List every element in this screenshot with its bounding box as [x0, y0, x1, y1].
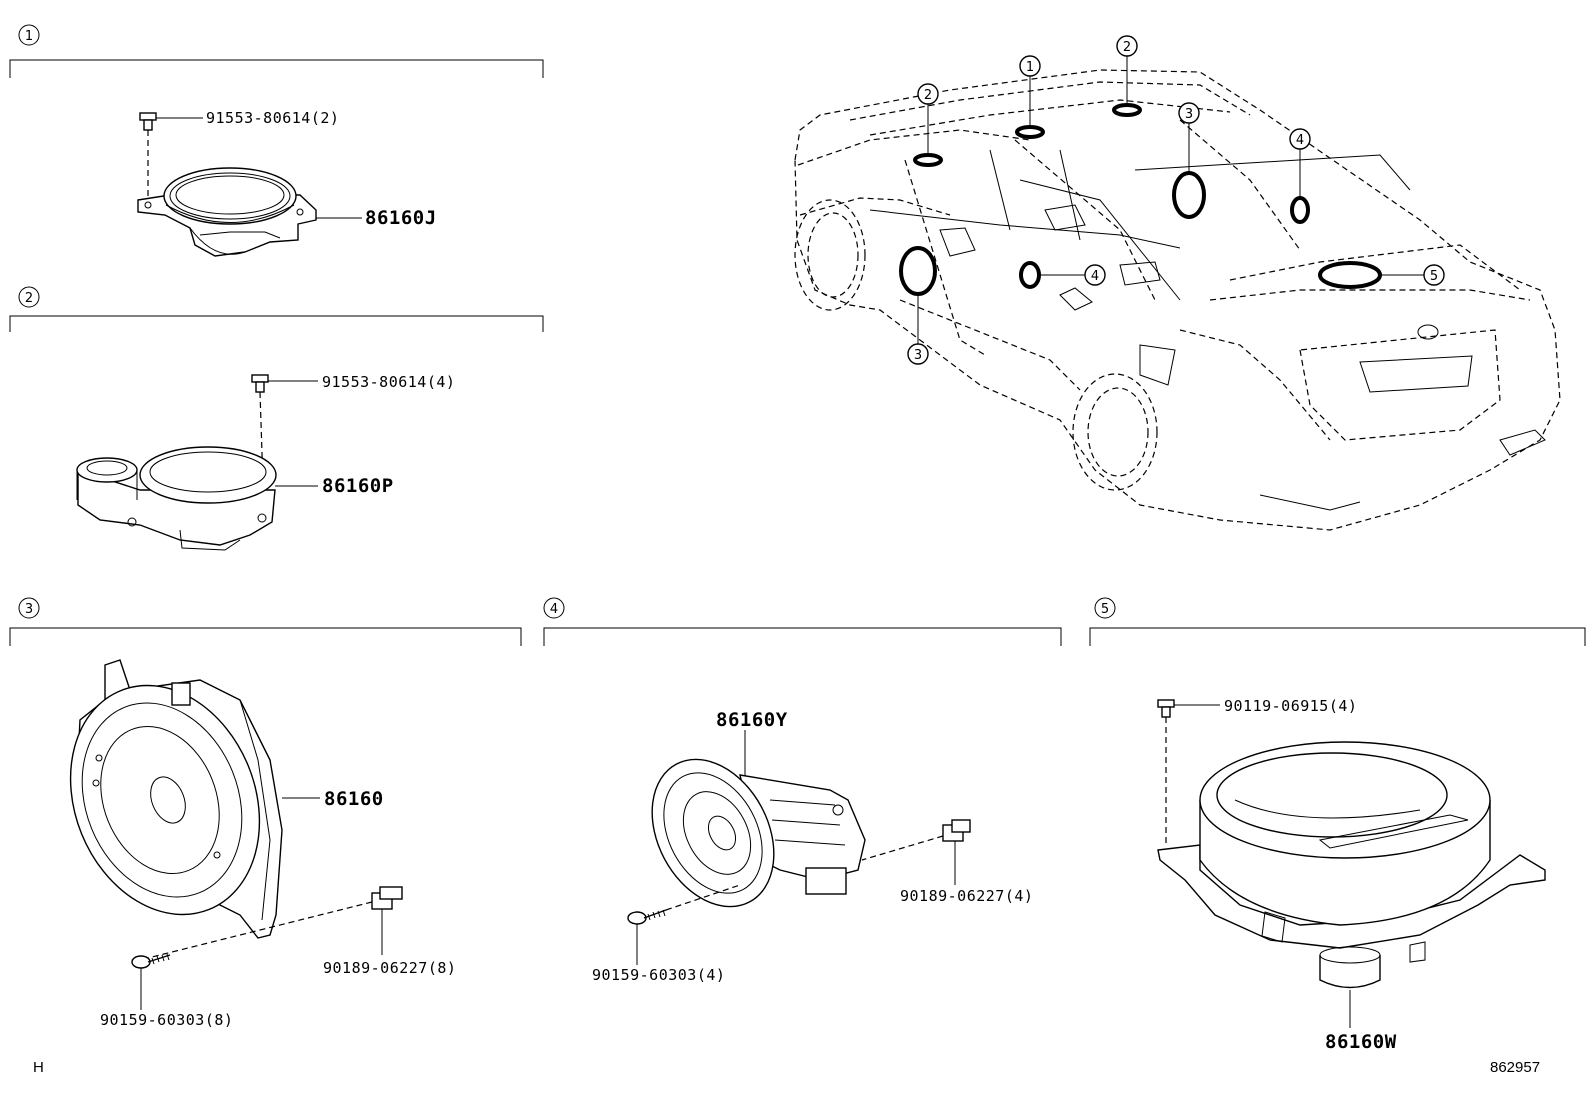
- part-91553-80614-4-label[interactable]: 91553-80614(4): [322, 373, 455, 391]
- section-2-frame-line: [9, 315, 544, 332]
- bolt-icon: [139, 112, 157, 200]
- clip-nut-icon: [371, 886, 403, 910]
- speaker-86160-drawing: [69, 659, 283, 939]
- svg-text:3: 3: [1185, 107, 1193, 122]
- section-1-number-badge: 1: [18, 24, 40, 46]
- svg-text:3: 3: [25, 602, 33, 617]
- svg-text:2: 2: [25, 291, 33, 306]
- speaker-86160p-drawing: [76, 446, 277, 551]
- speaker-location-ring: [899, 246, 937, 296]
- part-86160-label[interactable]: 86160: [324, 788, 384, 810]
- svg-text:4: 4: [1091, 269, 1099, 284]
- section-2: 2 91553-80614(4) 86160P: [9, 286, 544, 551]
- section-3: 3 86160 90189-06227(8): [9, 597, 522, 1029]
- part-90159-60303-8-label[interactable]: 90159-60303(8): [100, 1011, 233, 1029]
- section-4-number-badge: 4: [543, 597, 565, 619]
- section-3-frame-line: [9, 627, 522, 646]
- speaker-location-ring: [1172, 171, 1206, 219]
- part-86160y-label[interactable]: 86160Y: [716, 709, 788, 731]
- section-4-frame-line: [543, 627, 1062, 646]
- part-90119-06915-4-label[interactable]: 90119-06915(4): [1224, 697, 1357, 715]
- callout-badge: 3: [907, 343, 929, 365]
- screw-icon: [627, 909, 667, 925]
- callout-badge: 2: [1116, 35, 1138, 57]
- section-5-number-badge: 5: [1094, 597, 1116, 619]
- speaker-86160y-drawing: [651, 758, 866, 908]
- callout-badge: 3: [1178, 102, 1200, 124]
- section-5-frame-line: [1089, 627, 1586, 646]
- part-90189-06227-4-label[interactable]: 90189-06227(4): [900, 887, 1033, 905]
- part-86160p-label[interactable]: 86160P: [322, 475, 394, 497]
- callout-badge: 4: [1289, 128, 1311, 150]
- speaker-location-ring: [1015, 125, 1045, 139]
- speaker-location-ring: [1290, 196, 1310, 224]
- callout-badge: 5: [1423, 264, 1445, 286]
- svg-text:1: 1: [1026, 60, 1034, 75]
- part-86160j-label[interactable]: 86160J: [365, 207, 437, 229]
- part-91553-80614-2-label[interactable]: 91553-80614(2): [206, 109, 339, 127]
- part-90189-06227-8-label[interactable]: 90189-06227(8): [323, 959, 456, 977]
- callout-badge: 4: [1084, 264, 1106, 286]
- callout-badge: 2: [917, 83, 939, 105]
- clip-nut-icon: [942, 819, 971, 842]
- svg-text:1: 1: [25, 29, 33, 44]
- diagram-code: 862957: [1490, 1059, 1540, 1076]
- footer-left-mark: H: [33, 1059, 44, 1076]
- vehicle-overview: 2 1 2 3 4 3 4 5: [794, 35, 1561, 531]
- svg-text:4: 4: [1296, 133, 1304, 148]
- section-5: 5 90119-06915(4) 86160W: [1089, 597, 1586, 1053]
- speaker-86160w-drawing: [1157, 741, 1546, 989]
- svg-text:4: 4: [550, 602, 558, 617]
- speaker-location-ring: [913, 153, 943, 167]
- section-1: 1 91553-80614(2) 86160J: [9, 24, 544, 257]
- speaker-86160j-drawing: [137, 167, 317, 257]
- part-86160w-label[interactable]: 86160W: [1325, 1031, 1397, 1053]
- speaker-location-ring: [1318, 261, 1382, 289]
- section-1-frame-line: [9, 59, 544, 78]
- screw-icon: [131, 953, 171, 969]
- speaker-location-ring: [1112, 103, 1142, 117]
- section-2-number-badge: 2: [18, 286, 40, 308]
- svg-text:5: 5: [1430, 269, 1438, 284]
- svg-text:2: 2: [924, 88, 932, 103]
- part-90159-60303-4-label[interactable]: 90159-60303(4): [592, 966, 725, 984]
- car-body-outline: [794, 69, 1561, 531]
- svg-text:2: 2: [1123, 40, 1131, 55]
- section-3-number-badge: 3: [18, 597, 40, 619]
- bolt-icon: [1157, 699, 1175, 845]
- section-4: 4 86160Y 90189-06227(4) 9015: [543, 597, 1062, 984]
- svg-text:5: 5: [1101, 602, 1109, 617]
- svg-text:3: 3: [914, 348, 922, 363]
- speaker-location-ring: [1019, 261, 1041, 289]
- callout-badge: 1: [1019, 55, 1041, 77]
